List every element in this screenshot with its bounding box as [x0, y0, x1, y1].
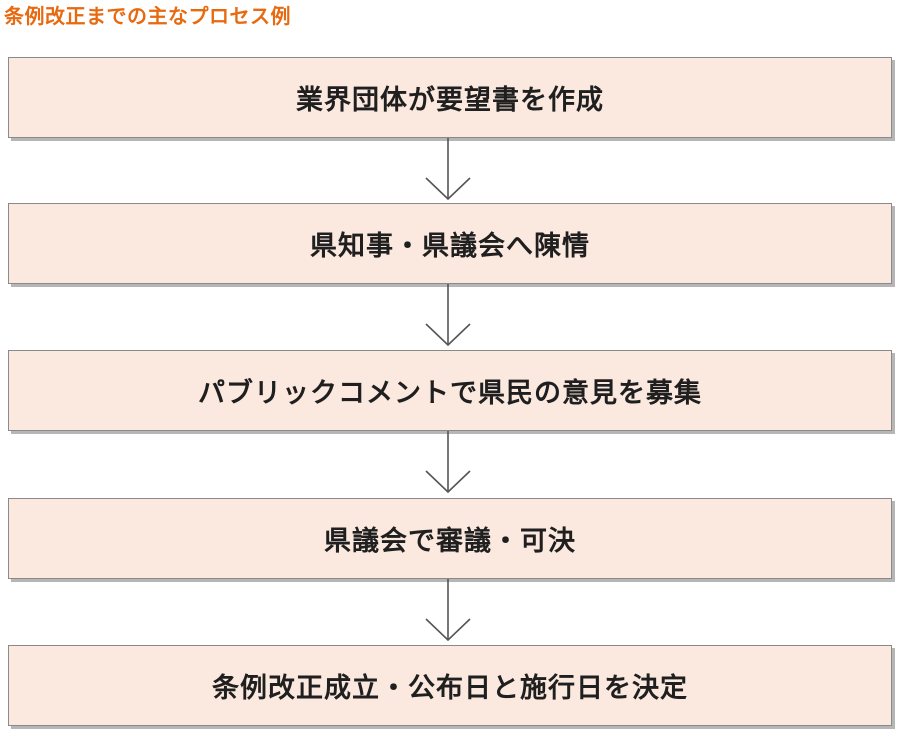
down-arrow-3 — [425, 431, 471, 494]
diagram-title: 条例改正までの主なプロセス例 — [4, 4, 291, 28]
process-step-1-label: 業界団体が要望書を作成 — [296, 85, 604, 116]
process-step-3-label: パブリックコメントで県民の意見を募集 — [198, 378, 702, 409]
process-step-4-label: 県議会で審議・可決 — [324, 526, 576, 557]
process-step-5: 条例改正成立・公布日と施行日を決定 — [8, 645, 892, 726]
process-step-1: 業界団体が要望書を作成 — [8, 57, 892, 138]
process-step-4: 県議会で審議・可決 — [8, 498, 892, 579]
process-step-2: 県知事・県議会へ陳情 — [8, 203, 892, 284]
process-step-5-label: 条例改正成立・公布日と施行日を決定 — [212, 673, 688, 704]
process-step-2-label: 県知事・県議会へ陳情 — [310, 231, 590, 262]
down-arrow-4 — [425, 579, 471, 642]
process-step-3: パブリックコメントで県民の意見を募集 — [8, 350, 892, 431]
down-arrow-1 — [425, 138, 471, 201]
down-arrow-2 — [425, 284, 471, 347]
